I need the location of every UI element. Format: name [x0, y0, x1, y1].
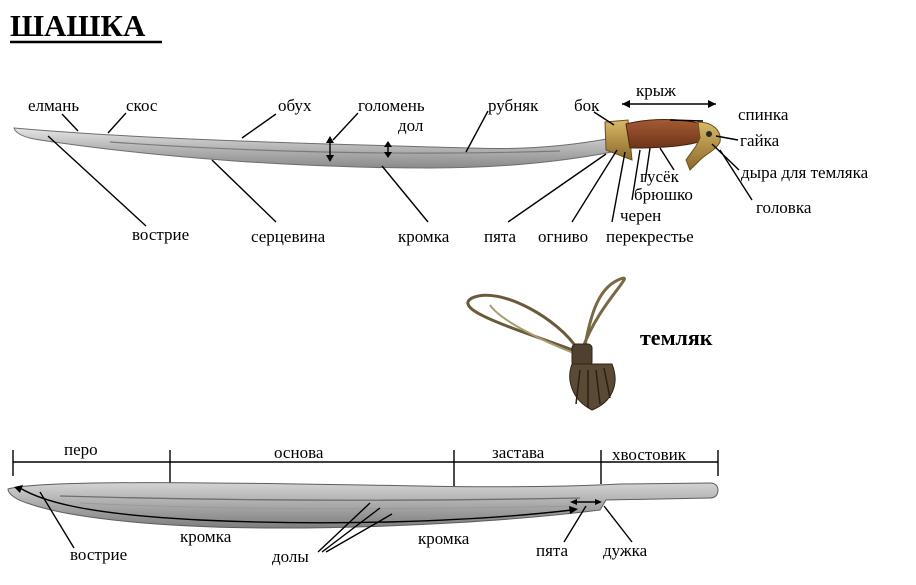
label-obuh: обух: [278, 96, 312, 115]
label-kromka: кромка: [398, 227, 450, 246]
label-ognivo: огниво: [538, 227, 588, 246]
label-perekrestye: перекрестье: [606, 227, 694, 246]
label-bryushko: брюшко: [634, 185, 693, 204]
label-pyata: пята: [484, 227, 517, 246]
lanyard-image: [466, 276, 626, 411]
saber-top: [13, 119, 721, 171]
bottom-leader-lines: [14, 485, 633, 553]
label-elman: елмань: [28, 96, 79, 115]
label-gaika: гайка: [740, 131, 780, 150]
section-hvostovik: хвостовик: [612, 445, 687, 464]
top-leader-lines: [47, 100, 753, 227]
label-rubnyak: рубняк: [488, 96, 539, 115]
label-skos: скос: [126, 96, 158, 115]
lanyard-hole: [706, 131, 712, 137]
label-sercevina: серцевина: [251, 227, 326, 246]
label-spinka: спинка: [738, 105, 789, 124]
label-cheren: черен: [620, 206, 661, 225]
label-golomen: голомень: [358, 96, 425, 115]
label-duzhka: дужка: [603, 541, 648, 560]
lanyard-title: темляк: [640, 325, 713, 350]
label-kromka-right: кромка: [418, 529, 470, 548]
guard-brass: [604, 119, 633, 161]
label-dol: дол: [398, 116, 424, 135]
label-kromka-left: кромка: [180, 527, 232, 546]
label-golovka: головка: [756, 198, 812, 217]
label-doly: долы: [272, 547, 309, 566]
page-title: ШАШКА: [10, 8, 146, 43]
section-pero: перо: [64, 440, 98, 459]
blade-bottom: [7, 482, 719, 529]
label-vostrie-bottom: вострие: [70, 545, 127, 564]
label-bok: бок: [574, 96, 600, 115]
blade-fuller: [109, 141, 561, 154]
label-kryzh: крыж: [636, 81, 676, 100]
label-dyra: дыра для темляка: [741, 163, 869, 182]
section-zastava: застава: [492, 443, 545, 462]
label-vostrie-top: вострие: [132, 225, 189, 244]
grip-wood: [625, 119, 705, 149]
section-osnova: основа: [274, 443, 324, 462]
blade-top: [13, 127, 613, 169]
label-gusyok: гусёк: [640, 167, 680, 186]
label-pyata-bottom: пята: [536, 541, 569, 560]
